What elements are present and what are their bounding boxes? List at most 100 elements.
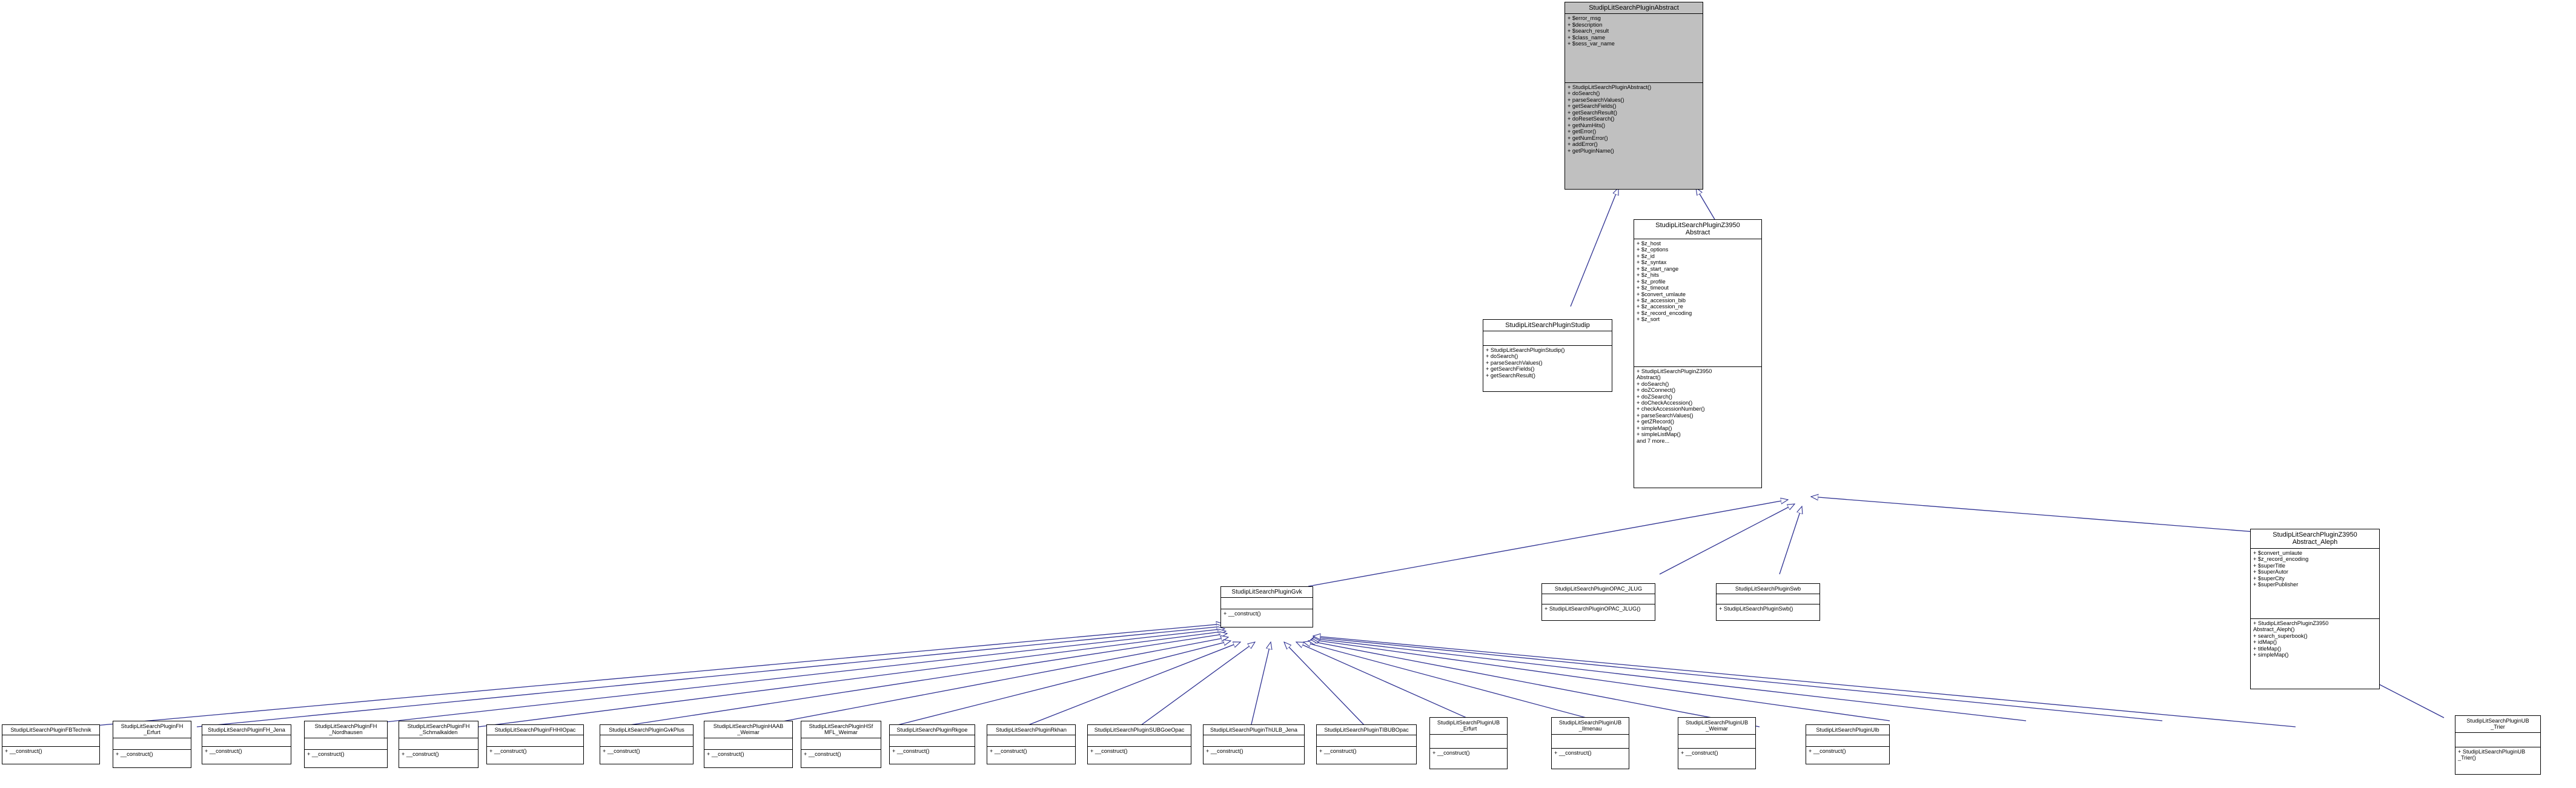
class-attributes (1430, 734, 1507, 749)
class-methods: + __construct() (1678, 749, 1755, 769)
class-box-leaf-8[interactable]: StudipLitSearchPluginHSf MFL_Weimar + __… (801, 721, 881, 768)
class-title: StudipLitSearchPluginZ3950 Abstract (1634, 220, 1761, 239)
class-methods: + StudipLitSearchPluginZ3950 Abstract_Al… (2251, 618, 2379, 689)
class-box-studiplitsearchpluginz3950abstract[interactable]: StudipLitSearchPluginZ3950 Abstract + $z… (1634, 219, 1762, 488)
class-title: StudipLitSearchPluginFH _Schmalkalden (399, 721, 478, 738)
class-box-leaf-6[interactable]: StudipLitSearchPluginGvkPlus + __constru… (600, 724, 694, 764)
class-attributes (202, 735, 291, 747)
class-attributes (1088, 735, 1191, 747)
class-attributes (987, 735, 1075, 747)
class-title: StudipLitSearchPluginFH _Nordhausen (305, 721, 387, 738)
class-attributes (1678, 734, 1755, 749)
class-attributes (1204, 735, 1304, 747)
class-methods: + __construct() (487, 746, 583, 764)
class-box-leaf-1[interactable]: StudipLitSearchPluginFH _Erfurt + __cons… (113, 721, 191, 768)
class-box-leaf-15[interactable]: StudipLitSearchPluginUB _Ilmenau + __con… (1551, 717, 1629, 769)
class-title: StudipLitSearchPluginGvk (1221, 587, 1313, 598)
class-title: StudipLitSearchPluginRkgoe (890, 725, 975, 736)
class-box-leaf-9[interactable]: StudipLitSearchPluginRkgoe + __construct… (889, 724, 975, 764)
class-box-studiplitsearchpluginz3950abstract-aleph[interactable]: StudipLitSearchPluginZ3950 Abstract_Alep… (2250, 529, 2380, 689)
class-title: StudipLitSearchPluginRkhan (987, 725, 1075, 736)
class-box-leaf-10[interactable]: StudipLitSearchPluginRkhan + __construct… (987, 724, 1076, 764)
class-attributes: + $error_msg + $description + $search_re… (1565, 14, 1703, 83)
class-methods: + __construct() (1552, 749, 1629, 769)
class-title: StudipLitSearchPluginSwb (1717, 584, 1819, 595)
class-attributes (1552, 734, 1629, 749)
class-attributes (113, 738, 191, 750)
class-box-studiplitsearchpluginswb[interactable]: StudipLitSearchPluginSwb + StudipLitSear… (1716, 583, 1820, 621)
class-title: StudipLitSearchPluginHSf MFL_Weimar (801, 721, 881, 738)
class-attributes: + $convert_umlaute + $z_record_encoding … (2251, 548, 2379, 619)
class-title: StudipLitSearchPluginUB _Ilmenau (1552, 718, 1629, 735)
class-title: StudipLitSearchPluginUB _Erfurt (1430, 718, 1507, 735)
class-attributes (801, 738, 881, 750)
class-attributes (704, 738, 792, 750)
class-methods: + __construct() (305, 750, 387, 768)
class-methods: + __construct() (1204, 746, 1304, 764)
class-methods: + __construct() (399, 750, 478, 768)
class-title: StudipLitSearchPluginAbstract (1565, 2, 1703, 15)
class-attributes: + $z_host + $z_options + $z_id + $z_synt… (1634, 239, 1761, 367)
class-box-leaf-12[interactable]: StudipLitSearchPluginThULB_Jena + __cons… (1203, 724, 1305, 764)
class-title: StudipLitSearchPluginGvkPlus (600, 725, 693, 736)
class-methods: + __construct() (1088, 746, 1191, 764)
class-box-leaf-13[interactable]: StudipLitSearchPluginTIBUBOpac + __const… (1316, 724, 1417, 764)
class-title: StudipLitSearchPluginFBTechnik (2, 725, 99, 736)
class-attributes (2, 735, 99, 747)
class-title: StudipLitSearchPluginUB _Weimar (1678, 718, 1755, 735)
class-methods: + __construct() (1430, 749, 1507, 769)
class-box-leaf-18[interactable]: StudipLitSearchPluginUB _Trier + StudipL… (2455, 715, 2541, 775)
class-box-studiplitsearchplugingvk[interactable]: StudipLitSearchPluginGvk + __construct() (1220, 586, 1313, 627)
class-title: StudipLitSearchPluginTIBUBOpac (1317, 725, 1416, 736)
class-methods: + StudipLitSearchPluginZ3950 Abstract() … (1634, 366, 1761, 488)
class-methods: + __construct() (1317, 746, 1416, 764)
class-methods: + __construct() (1221, 609, 1313, 627)
class-attributes (1221, 598, 1313, 610)
class-methods: + StudipLitSearchPluginSwb() (1717, 604, 1819, 620)
class-attributes (600, 735, 693, 747)
class-title: StudipLitSearchPluginStudip (1483, 320, 1612, 332)
class-methods: + __construct() (987, 746, 1075, 764)
class-methods: + StudipLitSearchPluginOPAC_JLUG() (1542, 604, 1655, 620)
class-attributes (1717, 594, 1819, 604)
class-methods: + __construct() (113, 750, 191, 768)
class-attributes (2455, 732, 2540, 747)
class-box-studiplitsearchpluginstudip[interactable]: StudipLitSearchPluginStudip + StudipLitS… (1483, 319, 1612, 392)
class-methods: + __construct() (1806, 746, 1889, 764)
class-box-leaf-16[interactable]: StudipLitSearchPluginUB _Weimar + __cons… (1678, 717, 1756, 769)
class-attributes (399, 738, 478, 750)
class-box-leaf-14[interactable]: StudipLitSearchPluginUB _Erfurt + __cons… (1429, 717, 1508, 769)
class-methods: + __construct() (704, 750, 792, 768)
class-title: StudipLitSearchPluginFHHIOpac (487, 725, 583, 736)
class-methods: + StudipLitSearchPluginUB _Trier() (2455, 747, 2540, 774)
class-title: StudipLitSearchPluginThULB_Jena (1204, 725, 1304, 736)
class-methods: + StudipLitSearchPluginStudip() + doSear… (1483, 345, 1612, 392)
class-attributes (305, 738, 387, 750)
class-box-leaf-4[interactable]: StudipLitSearchPluginFH _Schmalkalden + … (399, 721, 478, 768)
class-methods: + __construct() (600, 746, 693, 764)
class-attributes (487, 735, 583, 747)
class-title: StudipLitSearchPluginUB _Trier (2455, 716, 2540, 733)
class-box-leaf-2[interactable]: StudipLitSearchPluginFH_Jena + __constru… (202, 724, 291, 764)
class-box-leaf-17[interactable]: StudipLitSearchPluginUlb + __construct() (1806, 724, 1890, 764)
class-box-leaf-5[interactable]: StudipLitSearchPluginFHHIOpac + __constr… (486, 724, 584, 764)
class-box-leaf-3[interactable]: StudipLitSearchPluginFH _Nordhausen + __… (304, 721, 388, 768)
class-methods: + __construct() (202, 746, 291, 764)
class-title: StudipLitSearchPluginOPAC_JLUG (1542, 584, 1655, 595)
class-box-studiplitsearchpluginopac-jlug[interactable]: StudipLitSearchPluginOPAC_JLUG + StudipL… (1541, 583, 1655, 621)
class-methods: + __construct() (2, 746, 99, 764)
class-attributes (890, 735, 975, 747)
class-title: StudipLitSearchPluginZ3950 Abstract_Alep… (2251, 529, 2379, 549)
class-attributes (1542, 594, 1655, 604)
class-box-leaf-7[interactable]: StudipLitSearchPluginHAAB _Weimar + __co… (704, 721, 793, 768)
class-methods: + __construct() (890, 746, 975, 764)
class-box-studiplitsearchpluginabstract[interactable]: StudipLitSearchPluginAbstract + $error_m… (1564, 2, 1703, 190)
class-methods: + StudipLitSearchPluginAbstract() + doSe… (1565, 82, 1703, 189)
class-title: StudipLitSearchPluginFH_Jena (202, 725, 291, 736)
class-box-leaf-0[interactable]: StudipLitSearchPluginFBTechnik + __const… (2, 724, 100, 764)
class-box-leaf-11[interactable]: StudipLitSearchPluginSUBGoeOpac + __cons… (1087, 724, 1191, 764)
class-title: StudipLitSearchPluginFH _Erfurt (113, 721, 191, 738)
class-methods: + __construct() (801, 750, 881, 768)
